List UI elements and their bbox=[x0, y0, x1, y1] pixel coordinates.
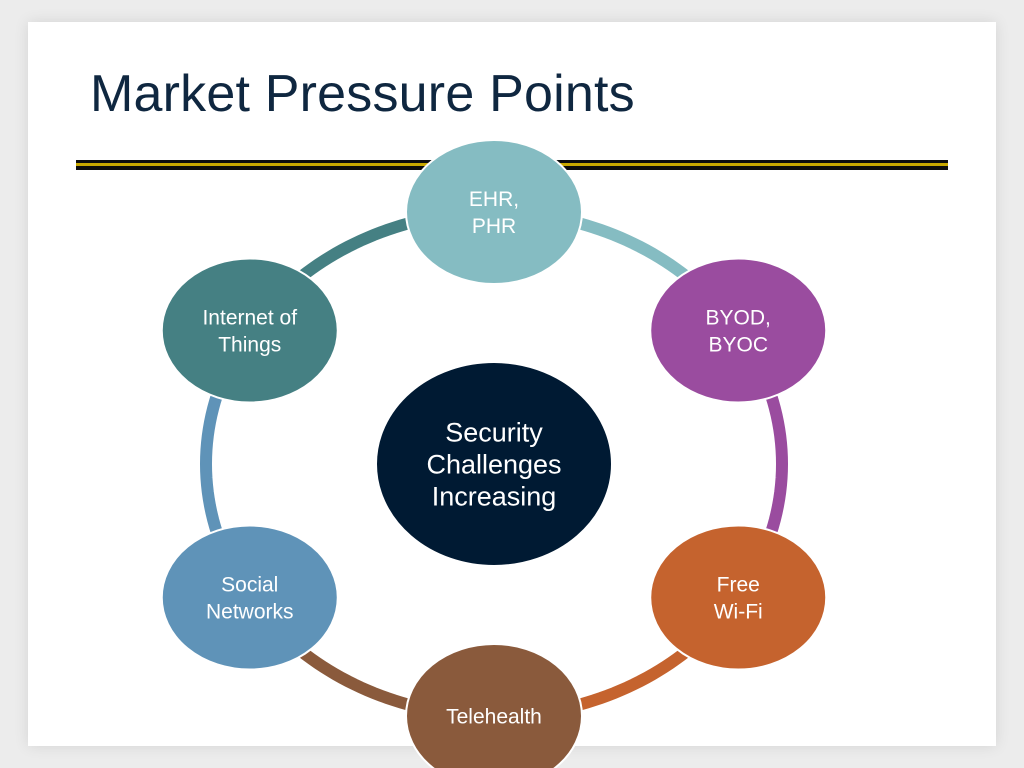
node-free-wifi-label-line: Free bbox=[717, 573, 760, 596]
node-social-networks-label-line: Networks bbox=[206, 600, 294, 623]
node-social-networks-label-line: Social bbox=[221, 573, 278, 596]
node-telehealth: Telehealth bbox=[405, 643, 583, 768]
node-ehr-phr-label-line: EHR, bbox=[469, 188, 519, 211]
center-node-label-line: Challenges bbox=[426, 449, 561, 479]
node-internet-of-things-bubble bbox=[160, 257, 339, 404]
node-social-networks-bubble bbox=[160, 524, 339, 671]
center-node-label-line: Increasing bbox=[432, 481, 557, 511]
node-free-wifi-bubble bbox=[649, 524, 828, 671]
node-internet-of-things-label-line: Internet of bbox=[202, 306, 297, 329]
node-telehealth-bubble bbox=[405, 643, 583, 768]
node-internet-of-things-label: Internet of Things bbox=[202, 306, 297, 356]
node-telehealth-label: Telehealth bbox=[446, 705, 542, 728]
node-ehr-phr-label: EHR, PHR bbox=[469, 188, 519, 238]
node-byod-byoc-label-line: BYOC bbox=[708, 333, 768, 356]
center-node-bubble bbox=[375, 361, 613, 567]
node-ehr-phr: EHR, PHR bbox=[405, 139, 583, 285]
node-telehealth-label-line: Telehealth bbox=[446, 705, 542, 728]
node-internet-of-things: Internet of Things bbox=[160, 257, 339, 404]
slide-title: Market Pressure Points bbox=[90, 65, 635, 123]
node-byod-byoc: BYOD, BYOC bbox=[649, 257, 828, 404]
node-internet-of-things-label-line: Things bbox=[218, 333, 281, 356]
node-free-wifi-label-line: Wi-Fi bbox=[714, 600, 763, 623]
node-byod-byoc-label: BYOD, BYOC bbox=[706, 306, 771, 356]
center-node-label-line: Security bbox=[445, 417, 543, 447]
node-ehr-phr-bubble bbox=[405, 139, 583, 285]
node-ehr-phr-label-line: PHR bbox=[472, 215, 516, 238]
node-byod-byoc-bubble bbox=[649, 257, 828, 404]
node-byod-byoc-label-line: BYOD, bbox=[706, 306, 771, 329]
